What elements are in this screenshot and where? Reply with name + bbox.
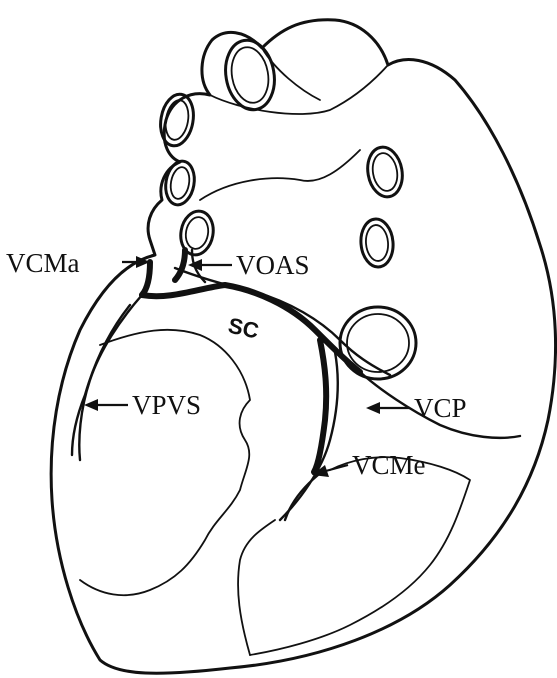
pulmonary-vein-1: [162, 159, 197, 207]
label-vcme: VCMe: [352, 450, 426, 480]
left-ventricle-contour: [80, 330, 250, 595]
label-voas: VOAS: [236, 250, 310, 280]
vcma-segment: [142, 262, 150, 295]
label-vcma: VCMa: [6, 248, 80, 278]
pulmonary-vein-2-inner: [183, 215, 210, 250]
label-sc: SC: [226, 313, 261, 344]
label-vcp: VCP: [414, 393, 467, 423]
atrium-fold: [262, 48, 320, 100]
heart-outline: [51, 20, 555, 673]
apex-contour: [238, 520, 275, 655]
voas-segment: [175, 250, 185, 280]
right-pulmonary-vein-2-inner: [364, 224, 389, 262]
middle-cardiac-vein-2: [285, 475, 318, 520]
inferior-vena-cava-inner: [347, 314, 409, 372]
label-vpvs: VPVS: [132, 390, 201, 420]
upper-chamber-contour: [200, 150, 360, 200]
right-pulmonary-vein-1-inner: [370, 151, 400, 193]
middle-cardiac-vein: [280, 352, 338, 520]
posterior-left-ventricular-vein: [79, 295, 142, 460]
right-ventricle-contour: [250, 457, 470, 655]
vpvs-arrow: [84, 399, 128, 411]
voas-arrow: [188, 259, 232, 271]
pulmonary-vein-1-inner: [168, 166, 191, 201]
posterior-sinus-descent: [314, 340, 326, 472]
